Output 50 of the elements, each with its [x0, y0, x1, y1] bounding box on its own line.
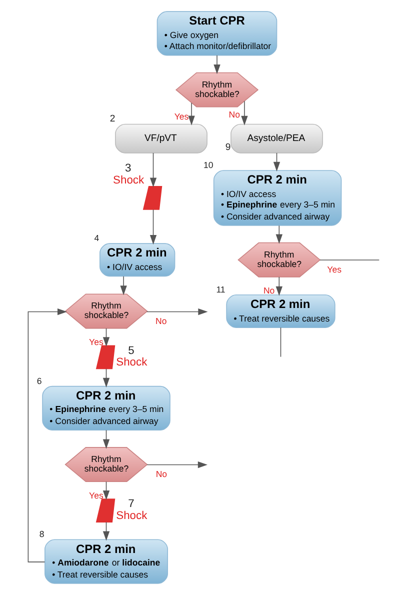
- node-label: 11: [216, 284, 226, 294]
- node-label: Shock: [113, 174, 144, 186]
- arrow: [146, 461, 208, 468]
- node-box: Asystole/PEA: [230, 124, 323, 154]
- arrow: [150, 209, 157, 245]
- node-label: Shock: [116, 356, 148, 369]
- connector: [280, 327, 282, 358]
- node-box: CPR 2 min • Epinephrine every 3–5 min • Consider advanced airway: [42, 386, 170, 431]
- edge-label: Yes: [174, 111, 189, 122]
- node-label: 6: [36, 376, 42, 386]
- node-box: CPR 2 min • Treat reversible causes: [226, 294, 336, 328]
- arrow: [214, 55, 220, 74]
- arrow: [28, 308, 68, 562]
- node-box: Start CPR • Give oxygen • Attach monitor/defibrillator: [156, 11, 278, 56]
- arrow: [241, 100, 248, 126]
- arrow: [146, 308, 208, 316]
- arrow: [120, 276, 127, 296]
- node-box: CPR 2 min • Amiodarone or lidocaine • Treat reversible causes: [44, 539, 168, 584]
- arrow: [188, 102, 195, 126]
- node-label: 4: [94, 232, 100, 243]
- edge-label: No: [263, 286, 275, 296]
- node-box: CPR 2 min • IO/IV access • Epinephrine every 3–5 min • Consider advanced airway: [213, 170, 342, 226]
- arrow: [102, 481, 110, 500]
- arrow: [276, 276, 282, 296]
- arrow: [102, 368, 110, 388]
- node-label: 9: [225, 142, 231, 154]
- node-label: 7: [128, 498, 134, 510]
- edge-label: Yes: [89, 336, 104, 347]
- node-label: 10: [203, 160, 214, 170]
- node-box: VF/pVT: [115, 124, 208, 154]
- node-label: 5: [128, 344, 134, 357]
- arrow: [276, 225, 282, 244]
- node-label: 3: [125, 162, 132, 174]
- arrow: [102, 328, 110, 347]
- arrow: [102, 430, 110, 449]
- node-bolt: [142, 186, 162, 210]
- node-label: Shock: [116, 510, 148, 522]
- arrow: [150, 152, 157, 188]
- edge-label: No: [156, 469, 168, 480]
- node-box: CPR 2 min • IO/IV access: [100, 243, 176, 277]
- node-bolt: [96, 345, 116, 370]
- edge-label: No: [156, 316, 167, 326]
- edge-label: No: [228, 110, 240, 120]
- node-bolt: [96, 498, 116, 522]
- node-label: 8: [39, 529, 44, 540]
- edge-label: Yes: [327, 264, 342, 274]
- node-label: 2: [110, 114, 116, 125]
- edge-label: Yes: [89, 490, 104, 500]
- arrow: [102, 522, 110, 541]
- arrow: [273, 152, 280, 172]
